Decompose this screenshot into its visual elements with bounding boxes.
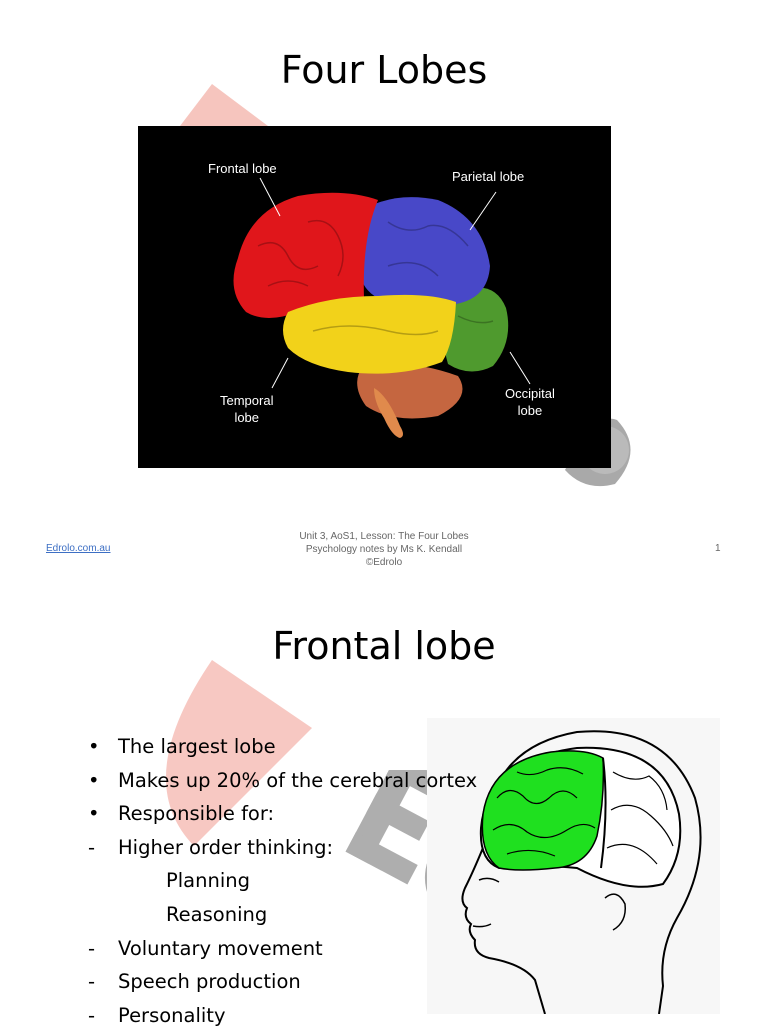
slide2-title: Frontal lobe	[272, 624, 496, 668]
occipital-lobe-label-line1: Occipital	[505, 386, 555, 401]
footer-line1: Unit 3, AoS1, Lesson: The Four Lobes	[299, 531, 469, 542]
occipital-lobe-label-line2: lobe	[517, 403, 543, 418]
temporal-lobe-shape	[283, 294, 456, 374]
head-brain-illustration	[461, 730, 702, 1015]
head-brain-figure	[427, 718, 720, 1015]
bullet-text: Speech production	[118, 970, 301, 994]
head-outline	[486, 730, 702, 1015]
bullet-text: Higher order thinking:	[118, 835, 334, 859]
dash-marker: -	[88, 835, 96, 859]
bullet-marker: •	[88, 735, 100, 758]
parietal-lobe-label: Parietal lobe	[452, 169, 525, 184]
temporal-lobe-label: Temporal lobe	[220, 392, 273, 426]
temporal-lobe-label-line2: lobe	[234, 410, 260, 425]
bullet-text: Personality	[118, 1003, 226, 1027]
bullet-text: Reasoning	[166, 902, 268, 926]
dash-marker: -	[88, 1003, 96, 1027]
footer-line2: Psychology notes by Ms K. Kendall	[305, 544, 463, 555]
bullet-text: Responsible for:	[118, 802, 275, 826]
bullet-text: Voluntary movement	[118, 936, 323, 960]
brain-lobes-illustration	[233, 177, 531, 438]
bullet-text: Planning	[166, 869, 250, 893]
bullet-text: Makes up 20% of the cerebral cortex	[118, 768, 478, 792]
frontal-lobe-highlight	[481, 750, 605, 871]
temporal-lobe-label-line1: Temporal	[220, 393, 274, 408]
frontal-lobe-shape	[233, 192, 378, 318]
footer-line3: ©Edrolo	[365, 557, 403, 568]
occipital-lobe-shape	[444, 287, 509, 372]
edrolo-link[interactable]: Edrolo.com.au	[46, 543, 111, 554]
dash-marker: -	[88, 970, 96, 994]
brain-lobes-figure: Frontal lobe Parietal lobe Temporal lobe…	[138, 126, 611, 468]
face-profile	[461, 837, 546, 1015]
bullet-text: The largest lobe	[118, 735, 276, 758]
page-number: 1	[715, 543, 721, 554]
watermark-red-shape-top	[180, 84, 268, 126]
bullet-marker: •	[88, 802, 100, 826]
bullet-marker: •	[88, 768, 100, 792]
footer-credits: Unit 3, AoS1, Lesson: The Four Lobes Psy…	[234, 530, 534, 569]
dash-marker: -	[88, 936, 96, 960]
brainstem-shape	[374, 388, 403, 438]
slide1-title: Four Lobes	[280, 48, 488, 92]
frontal-lobe-label: Frontal lobe	[208, 161, 277, 176]
occipital-lobe-label: Occipital lobe	[505, 385, 555, 419]
watermark-red-shape-bottom	[165, 660, 312, 846]
parietal-lobe-shape	[357, 197, 490, 305]
ear-outline	[604, 893, 626, 931]
